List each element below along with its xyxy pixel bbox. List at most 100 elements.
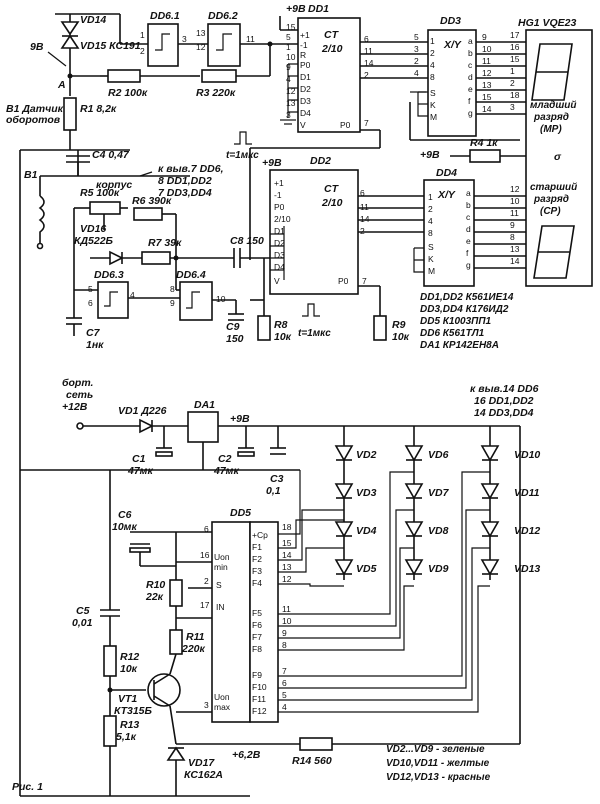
dd3-label: DD3 [440,15,461,27]
svg-text:3: 3 [204,700,209,710]
svg-text:R: R [300,50,306,60]
vd6-label: VD6 [428,449,449,461]
svg-text:P0: P0 [340,120,351,130]
vd1-label: VD1 Д226 [118,405,167,417]
plus9-label-1: +9В [286,3,306,15]
svg-text:+1: +1 [274,178,284,188]
svg-text:18: 18 [282,522,292,532]
arrow-9v [47,51,67,67]
dd5-uopmin-1: Uоп [214,552,230,562]
v628-label: +6,2В [232,749,261,761]
svg-text:4: 4 [430,60,435,70]
svg-text:P0: P0 [338,276,349,286]
r2-label: R2 100к [108,87,148,99]
resistor-r6 [133,207,163,221]
svg-text:S: S [430,88,436,98]
dd4-xy: X/Y [437,189,456,201]
vd4-label: VD4 [356,525,377,537]
resistor-r12 [103,645,117,677]
dd5-in: IN [216,602,225,612]
led-vd7 [404,483,424,500]
svg-text:M: M [430,112,437,122]
r13-label-2: 5,1к [116,731,137,743]
led-colors-line-2: VD10,VD11 - желтые [386,758,490,769]
r10-label-1: R10 [146,579,165,591]
r14-label: R14 560 [292,755,332,767]
svg-text:15: 15 [510,54,520,64]
led-column-1 [334,426,354,580]
svg-text:14: 14 [360,214,370,224]
svg-text:7: 7 [364,118,369,128]
legend-line-4: DD6 К561ТЛ1 [420,328,485,339]
vd5-label: VD5 [356,563,377,575]
r8-label-2: 10к [274,331,292,343]
svg-text:F11: F11 [252,694,266,704]
svg-text:18: 18 [510,90,520,100]
to-pins-label-2: 8 DD1,DD2 [158,175,212,187]
r9-label-2: 10к [392,331,410,343]
c6-label-1: C6 [118,509,132,521]
svg-text:16: 16 [510,42,520,52]
figure-caption: Рис. 1 [12,781,43,793]
svg-text:F10: F10 [252,682,267,692]
svg-text:12: 12 [482,68,492,78]
svg-text:4: 4 [282,702,287,712]
svg-text:M: M [428,266,435,276]
svg-text:F2: F2 [252,554,262,564]
svg-text:7: 7 [362,276,367,286]
nine-v-label: 9В [30,41,44,53]
dd5-label: DD5 [230,507,251,519]
hg1-label: HG1 VQE23 [518,17,577,29]
r10-label-2: 22к [145,591,164,603]
svg-text:-1: -1 [300,40,308,50]
svg-text:11: 11 [282,604,291,614]
svg-text:7: 7 [282,666,287,676]
resistor-r7 [141,251,171,265]
svg-text:6: 6 [88,298,93,308]
led-column-2 [404,426,424,580]
node-a-label: A [57,79,66,91]
svg-text:15: 15 [286,22,296,32]
bort-label-3: +12В [62,401,88,413]
dd5-s: S [216,580,222,590]
diode-vd1 [139,418,154,434]
vd17-label-2: КС162А [184,769,223,781]
svg-text:8: 8 [282,640,287,650]
svg-text:17: 17 [510,30,520,40]
svg-text:12: 12 [510,184,520,194]
svg-text:12: 12 [196,42,206,52]
svg-text:5: 5 [286,32,291,42]
svg-text:10: 10 [286,52,296,62]
svg-text:2: 2 [360,226,365,236]
svg-text:F4: F4 [252,578,262,588]
vd2-label: VD2 [356,449,377,461]
svg-text:b: b [466,200,471,210]
svg-text:2: 2 [204,576,209,586]
resistor-r5 [89,201,121,215]
led-vd3 [334,483,354,500]
led-vd11 [480,483,500,500]
vd3-label: VD3 [356,487,377,499]
legend-line-2: DD3,DD4 К176ИД2 [420,304,509,315]
svg-text:f: f [468,96,471,106]
led-vd4 [334,521,354,538]
svg-text:14: 14 [482,104,492,114]
older-digit-label-3: (СР) [540,206,561,217]
svg-text:V: V [274,276,280,286]
vd16-label-1: VD16 [80,223,106,235]
dd6-4-label: DD6.4 [176,269,206,281]
svg-text:D4: D4 [300,108,311,118]
led-vd9 [404,559,424,576]
resistor-r1 [63,97,77,131]
led-column-3 [480,426,500,580]
c4-label: C4 0,47 [92,149,130,161]
c2-label-2: 47мк [213,465,239,477]
svg-text:9: 9 [170,298,175,308]
plus9-label-3: +9В [262,157,282,169]
svg-text:10: 10 [510,196,520,206]
svg-text:a: a [468,36,473,46]
r5-label: R5 100к [80,187,120,199]
svg-text:c: c [468,60,473,70]
dd3-xy: X/Y [443,39,462,51]
svg-text:1: 1 [140,30,145,40]
